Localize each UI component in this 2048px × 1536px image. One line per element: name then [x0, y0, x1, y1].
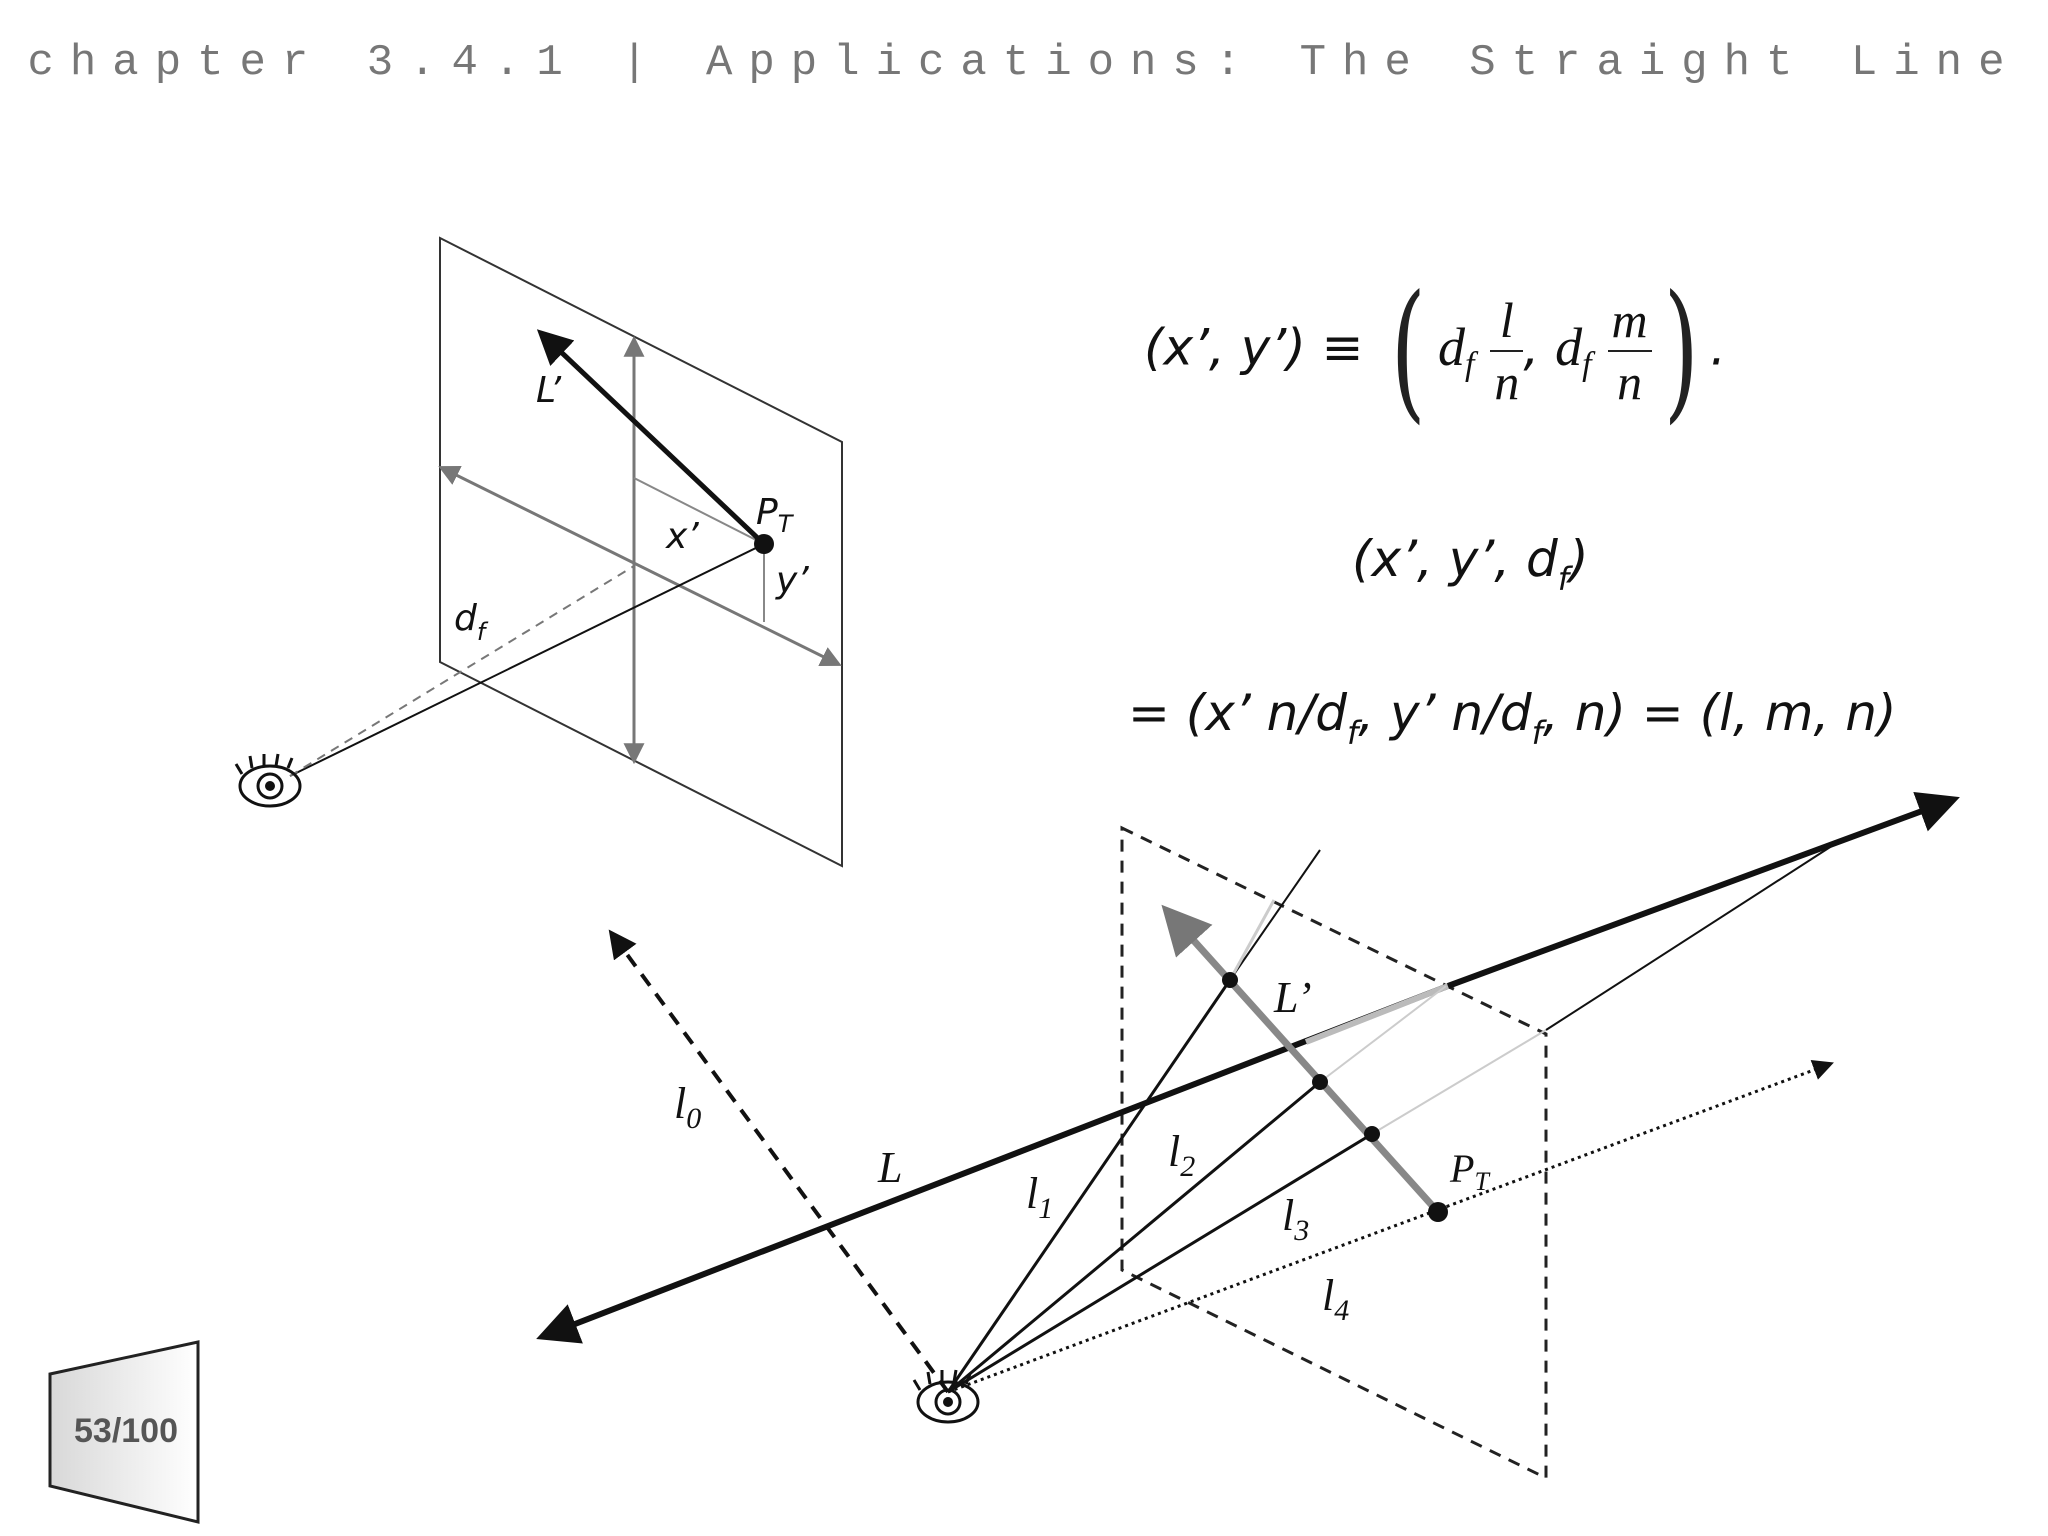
left-paren: (: [1391, 264, 1427, 438]
formula-comma: ,: [1523, 318, 1540, 377]
label-l-prime-top: L’: [536, 370, 562, 411]
ray-l1-ext: [1229, 849, 1321, 981]
ray-l3-ext: [1371, 1029, 1547, 1135]
ray-l2: [947, 1080, 1321, 1394]
formula-3d-point: (x’, y’, df): [1352, 530, 1589, 598]
formula-direction: = (x’ n/df, y’ n/df, n) = (l, m, n): [1128, 684, 1897, 752]
dashed-image-plane: [1120, 825, 1548, 1481]
point-on-l2: [1312, 1074, 1328, 1090]
projected-line-top-light: [1228, 899, 1276, 981]
point-on-l1: [1222, 972, 1238, 988]
formula-period: .: [1710, 318, 1727, 377]
formula-df-1: df: [1438, 316, 1475, 383]
eye-icon: [912, 1369, 980, 1424]
point-pt: [754, 534, 774, 554]
point-pt-bottom: [1428, 1202, 1448, 1222]
projected-line-l-prime-bottom: [1161, 904, 1441, 1215]
ray-l4: [947, 1060, 1834, 1394]
label-l1: l1: [1026, 1169, 1053, 1225]
label-l-prime-bottom: L’: [1273, 973, 1312, 1022]
right-paren: ): [1663, 264, 1699, 438]
label-pt-bottom: PT: [1449, 1146, 1490, 1196]
image-plane: [439, 236, 843, 868]
ray-l3: [947, 1132, 1373, 1394]
label-y-prime: y’: [775, 560, 809, 601]
page-badge-icon: [48, 1340, 200, 1524]
line-l-light: [1304, 983, 1450, 1045]
page-number: 53/100: [74, 1412, 178, 1450]
top-figure: L’ PT x’ y’ df: [234, 236, 843, 868]
label-l0: l0: [674, 1079, 701, 1135]
eye-icon: [234, 753, 302, 808]
label-x-prime: x’: [665, 516, 699, 557]
label-pt-top: PT: [756, 492, 795, 538]
line-l: [536, 983, 1450, 1344]
chapter-header: chapter 3.4.1 | Applications: The Straig…: [27, 38, 2021, 88]
focal-line: [289, 565, 635, 777]
label-l4: l4: [1322, 1271, 1349, 1327]
label-l2: l2: [1168, 1127, 1195, 1183]
label-line-l: L: [877, 1143, 902, 1192]
line-far-thin: [1545, 841, 1839, 1031]
bottom-figure: L’ PT L l0 l1 l2 l3 l4: [536, 791, 1960, 1481]
line-l-far: [1446, 791, 1960, 989]
x-prime-projection: [633, 477, 765, 545]
point-on-l3: [1364, 1126, 1380, 1142]
ray-l1: [946, 979, 1232, 1393]
label-l3: l3: [1282, 1191, 1309, 1247]
label-df: df: [454, 598, 489, 646]
ray-l2-ext: [1319, 985, 1447, 1083]
sight-line: [289, 543, 765, 777]
formula-df-2: df: [1555, 316, 1592, 383]
formula-lhs: (x’, y’) ≡: [1144, 318, 1364, 377]
horizontal-axis: [438, 466, 842, 666]
projected-line-l-prime: [536, 329, 766, 546]
